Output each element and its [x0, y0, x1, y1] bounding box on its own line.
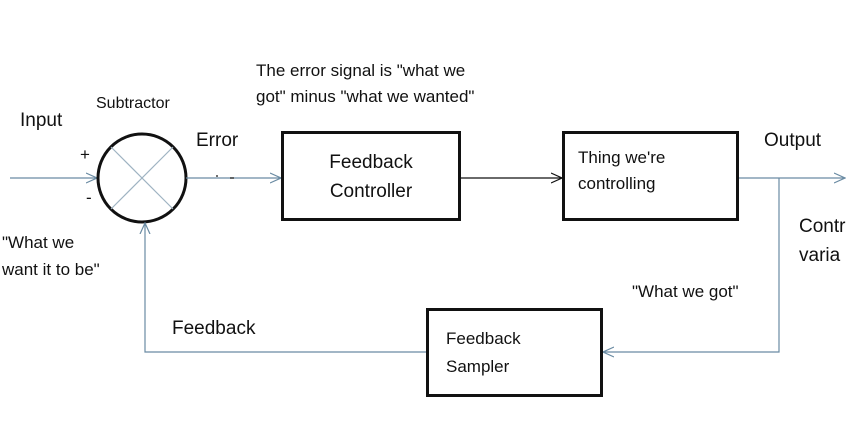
controller-label-line1: Feedback — [329, 152, 413, 173]
feedback-tap-line — [603, 178, 780, 352]
error-label: Error — [196, 130, 239, 151]
controlled-variable-line1: Contr — [799, 216, 846, 237]
feedback-controller-block: Feedback Controller — [281, 131, 461, 221]
subtractor-label: Subtractor — [96, 95, 170, 112]
minus-sign: - — [86, 188, 92, 207]
desired-value-line2: want it to be" — [2, 260, 100, 279]
sampler-label-line1: Feedback — [446, 329, 521, 348]
subtractor-symbol — [96, 132, 188, 224]
controlled-variable-line2: varia — [799, 245, 841, 266]
plant-block: Thing we're controlling — [562, 131, 739, 221]
error-note-line1: The error signal is "what we — [256, 61, 466, 80]
controller-label-line2: Controller — [329, 181, 413, 202]
feedback-label: Feedback — [172, 318, 256, 339]
measured-value-label: "What we got" — [632, 282, 739, 301]
sampler-label-line2: Sampler — [446, 357, 510, 376]
feedback-sampler-block: Feedback Sampler — [426, 308, 603, 397]
feedback-return-line — [145, 223, 426, 353]
plant-label-line2: controlling — [578, 174, 656, 193]
error-note-line2: got" minus "what we wanted" — [256, 87, 475, 106]
plus-sign: + — [80, 145, 90, 164]
desired-value-line1: "What we — [2, 233, 75, 252]
output-label: Output — [764, 130, 822, 151]
plant-label-line1: Thing we're — [578, 148, 666, 167]
input-label: Input — [20, 110, 63, 131]
